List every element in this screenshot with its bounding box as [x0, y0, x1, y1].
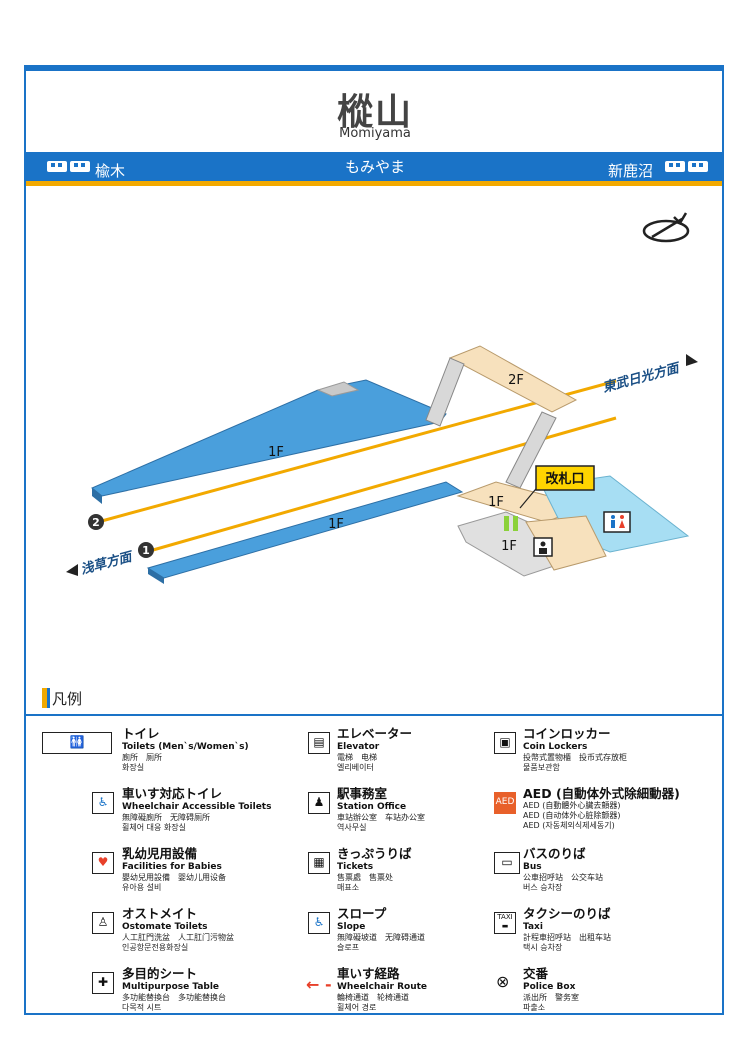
gate-icon-1 — [504, 516, 509, 531]
floor-label-building: 1F — [501, 539, 517, 554]
floor-label-2f: 2F — [508, 373, 524, 388]
legend-title: 凡例 — [52, 690, 83, 708]
wheelchair-toilet-icon: ♿ — [92, 792, 114, 814]
train-right-icon — [665, 161, 708, 172]
station-name-kana: もみやま — [344, 158, 405, 176]
police-box-icon: ⊗ — [496, 972, 510, 991]
track-2-line — [97, 379, 617, 524]
legend-divider — [26, 714, 722, 716]
gate-label-box — [535, 465, 595, 491]
line-band-stripe — [26, 181, 722, 186]
direction-asakusa-label: 浅草方面 — [79, 548, 136, 578]
multipurpose-table-icon: ✚ — [92, 972, 114, 994]
tickets-icon: ▦ — [308, 852, 330, 874]
ostomate-icon: ♙ — [92, 912, 114, 934]
toilet-icon — [603, 511, 631, 533]
wheelchair-route-icon: ← ‐ — [306, 975, 332, 994]
track-1-badge — [138, 542, 154, 558]
next-station-label: 新鹿沼 — [608, 162, 654, 180]
floor-label-platform-lower: 1F — [328, 517, 344, 532]
stairs-upper — [425, 357, 465, 427]
legend-bar-blue — [47, 688, 50, 708]
taxi-icon: TAXI▬ — [494, 912, 516, 934]
compass-icon — [642, 212, 690, 243]
direction-asakusa-arrow — [66, 564, 78, 576]
prev-station-label: 楡木 — [95, 162, 126, 180]
baby-icon: ♥ — [92, 852, 114, 874]
train-left-icon — [47, 161, 90, 172]
coin-locker-icon: ▣ — [494, 732, 516, 754]
toilet-icon: 🚻 — [42, 732, 112, 754]
station-name-ja: 樅山 — [336, 92, 413, 133]
station-office-icon: ♟ — [308, 792, 330, 814]
stairs-lower — [505, 411, 557, 489]
station-name-en: Momiyama — [339, 126, 411, 141]
concourse-2f — [448, 345, 578, 413]
bus-icon: ▭ — [494, 852, 520, 874]
platform-upper — [91, 379, 447, 497]
legend-bar-orange — [42, 688, 47, 708]
svg-text:1: 1 — [142, 544, 150, 557]
legend-item: AED (自動体外式除細動器)AED (自動體外心臟去顫器) AED (自动体外… — [523, 786, 680, 831]
gate-icon-2 — [513, 516, 518, 531]
floor-label-hall: 1F — [488, 495, 504, 510]
map-frame — [24, 65, 724, 1015]
station-office-icon — [533, 537, 553, 557]
track-2-badge — [88, 514, 104, 530]
line-band — [26, 152, 722, 184]
elevator-icon: ▤ — [308, 732, 330, 754]
station-diagram: 1F 1F 2F 1F 1F 改札口 東武日光方面 浅草方面 1 2 — [66, 212, 698, 584]
slope-icon: ♿ — [308, 912, 330, 934]
svg-text:2: 2 — [92, 516, 100, 529]
direction-tobu-label: 東武日光方面 — [601, 359, 683, 395]
direction-tobu-arrow — [686, 354, 698, 366]
platform-lower — [146, 481, 464, 579]
gate-label: 改札口 — [545, 471, 584, 487]
floor-label-platform-upper: 1F — [268, 445, 284, 460]
aed-icon: AED — [494, 792, 516, 814]
